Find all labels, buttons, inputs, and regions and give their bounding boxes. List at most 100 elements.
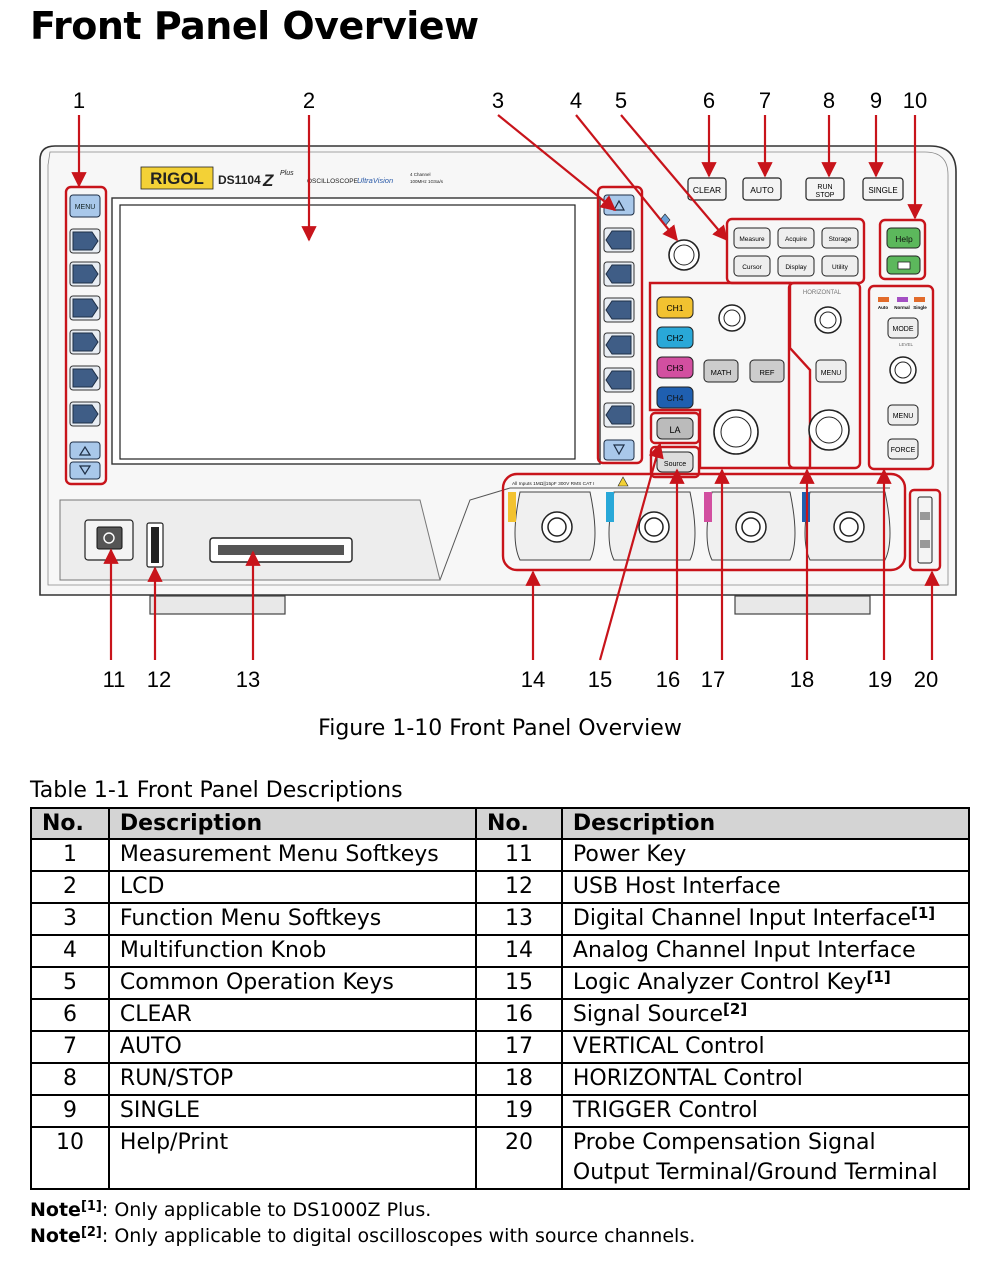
softkey bbox=[603, 367, 635, 393]
print-icon bbox=[897, 261, 911, 270]
callout-number: 6 bbox=[702, 88, 716, 113]
op-key: Acquire bbox=[785, 236, 807, 243]
bnc-connector bbox=[541, 511, 573, 543]
softkey bbox=[603, 332, 635, 358]
footnote-ref: [2] bbox=[723, 1000, 748, 1018]
softkey bbox=[603, 227, 635, 253]
ch-key: CH3 bbox=[666, 363, 683, 373]
position-knob bbox=[718, 304, 746, 332]
run-key: RUN bbox=[817, 184, 832, 191]
cell-number: 14 bbox=[475, 934, 563, 968]
cell-number: 7 bbox=[30, 1030, 110, 1064]
measurement-softkeys: MENU bbox=[64, 185, 108, 486]
top-keys: CLEAR AUTO RUN STOP SINGLE bbox=[687, 177, 904, 201]
trig-force-key: FORCE bbox=[891, 447, 916, 454]
softkey bbox=[69, 228, 101, 254]
cell-number: 6 bbox=[30, 998, 110, 1032]
cell-description: Analog Channel Input Interface bbox=[560, 934, 971, 968]
clear-key: CLEAR bbox=[693, 185, 721, 195]
table-row: 1 Measurement Menu Softkeys 11 Power Key bbox=[30, 838, 971, 872]
cell-description: Multifunction Knob bbox=[107, 934, 478, 968]
callout-number: 19 bbox=[867, 667, 893, 692]
bnc-connector bbox=[735, 511, 767, 543]
cell-description: Help/Print bbox=[107, 1126, 478, 1190]
brand-logo: RIGOL bbox=[150, 169, 204, 188]
op-key: Storage bbox=[829, 236, 852, 243]
note-text: : Only applicable to digital oscilloscop… bbox=[101, 1225, 696, 1247]
cell-number: 17 bbox=[475, 1030, 563, 1064]
cell-number: 2 bbox=[30, 870, 110, 904]
lcd-screen bbox=[111, 197, 601, 465]
softkey bbox=[69, 329, 101, 355]
trig-menu-key: MENU bbox=[893, 413, 914, 420]
cell-number: 3 bbox=[30, 902, 110, 936]
cell-description: Function Menu Softkeys bbox=[107, 902, 478, 936]
note-label: Note bbox=[30, 1225, 81, 1247]
footnote: Note[1]: Only applicable to DS1000Z Plus… bbox=[30, 1199, 431, 1221]
op-key: Cursor bbox=[742, 264, 762, 271]
callout-number: 5 bbox=[614, 88, 628, 113]
callout-number: 2 bbox=[302, 88, 316, 113]
cell-number: 20 bbox=[475, 1126, 563, 1190]
figure-caption: Figure 1-10 Front Panel Overview bbox=[318, 716, 682, 741]
probe-compensation bbox=[908, 488, 942, 572]
brand-strip: RIGOL DS1104 Z Plus OSCILLOSCOPE UltraVi… bbox=[140, 166, 444, 190]
cell-description: VERTICAL Control bbox=[560, 1030, 971, 1064]
table-row: 2 LCD 12 USB Host Interface bbox=[30, 870, 971, 904]
cell-description: Digital Channel Input Interface[1] bbox=[560, 902, 971, 936]
horizontal-label: HORIZONTAL bbox=[803, 290, 842, 296]
description-text: Signal Source bbox=[572, 1002, 724, 1027]
callout-number: 16 bbox=[655, 667, 681, 692]
table-caption: Table 1-1 Front Panel Descriptions bbox=[30, 778, 403, 803]
note-text: : Only applicable to DS1000Z Plus. bbox=[101, 1199, 432, 1221]
table-row: 5 Common Operation Keys 15 Logic Analyze… bbox=[30, 966, 971, 1000]
front-panel-illustration: RIGOL DS1104 Z Plus OSCILLOSCOPE UltraVi… bbox=[39, 114, 957, 661]
description-text: Digital Channel Input Interface bbox=[572, 906, 912, 931]
table-header-row: No. Description No. Description bbox=[30, 807, 971, 840]
table-row: 9 SINGLE 19 TRIGGER Control bbox=[30, 1094, 971, 1128]
cell-description: Measurement Menu Softkeys bbox=[107, 838, 478, 872]
softkey bbox=[69, 295, 101, 321]
cell-description: HORIZONTAL Control bbox=[560, 1062, 971, 1096]
column-header: No. bbox=[475, 807, 563, 840]
horizontal-control: HORIZONTAL MENU bbox=[787, 281, 862, 470]
trig-level-label: LEVEL bbox=[899, 342, 914, 347]
h-menu-key: MENU bbox=[821, 370, 842, 377]
callout-number: 11 bbox=[102, 667, 126, 692]
source-key: Source bbox=[664, 461, 686, 468]
callout-number: 14 bbox=[520, 667, 546, 692]
cell-number: 18 bbox=[475, 1062, 563, 1096]
cell-description: AUTO bbox=[107, 1030, 478, 1064]
multifunction-knob bbox=[659, 213, 700, 271]
model-z: Z bbox=[262, 171, 274, 190]
spec-line: 100MHz 1GSa/s bbox=[410, 179, 444, 184]
power-icon bbox=[103, 532, 115, 544]
cell-number: 15 bbox=[475, 966, 563, 1000]
softkey bbox=[603, 297, 635, 323]
la-key: LA bbox=[669, 425, 680, 435]
callout-number: 7 bbox=[758, 88, 772, 113]
cell-description: Signal Source[2] bbox=[560, 998, 971, 1032]
table-row: 8 RUN/STOP 18 HORIZONTAL Control bbox=[30, 1062, 971, 1096]
callout-number: 9 bbox=[869, 88, 883, 113]
table-row: 4 Multifunction Knob 14 Analog Channel I… bbox=[30, 934, 971, 968]
ch-key: CH1 bbox=[666, 303, 683, 313]
callout-arrows bbox=[71, 114, 940, 661]
spec-line: 4 Channel bbox=[410, 172, 431, 177]
cell-description: SINGLE bbox=[107, 1094, 478, 1128]
cell-description: Logic Analyzer Control Key[1] bbox=[560, 966, 971, 1000]
menu-key-label: MENU bbox=[75, 204, 96, 211]
trig-mode-key: MODE bbox=[893, 326, 914, 333]
help-key: Help bbox=[895, 234, 913, 244]
softkey bbox=[69, 261, 101, 287]
cell-description: CLEAR bbox=[107, 998, 478, 1032]
description-line: Output Terminal/Ground Terminal bbox=[572, 1160, 938, 1185]
cell-number: 13 bbox=[475, 902, 563, 936]
trig-mode-label: Normal bbox=[894, 305, 910, 310]
cell-number: 5 bbox=[30, 966, 110, 1000]
note-ref: [2] bbox=[80, 1225, 102, 1240]
op-key: Measure bbox=[739, 236, 765, 243]
table-row: 3 Function Menu Softkeys 13 Digital Chan… bbox=[30, 902, 971, 936]
common-operation-keys: Measure Acquire Storage Cursor Display U… bbox=[725, 217, 866, 285]
